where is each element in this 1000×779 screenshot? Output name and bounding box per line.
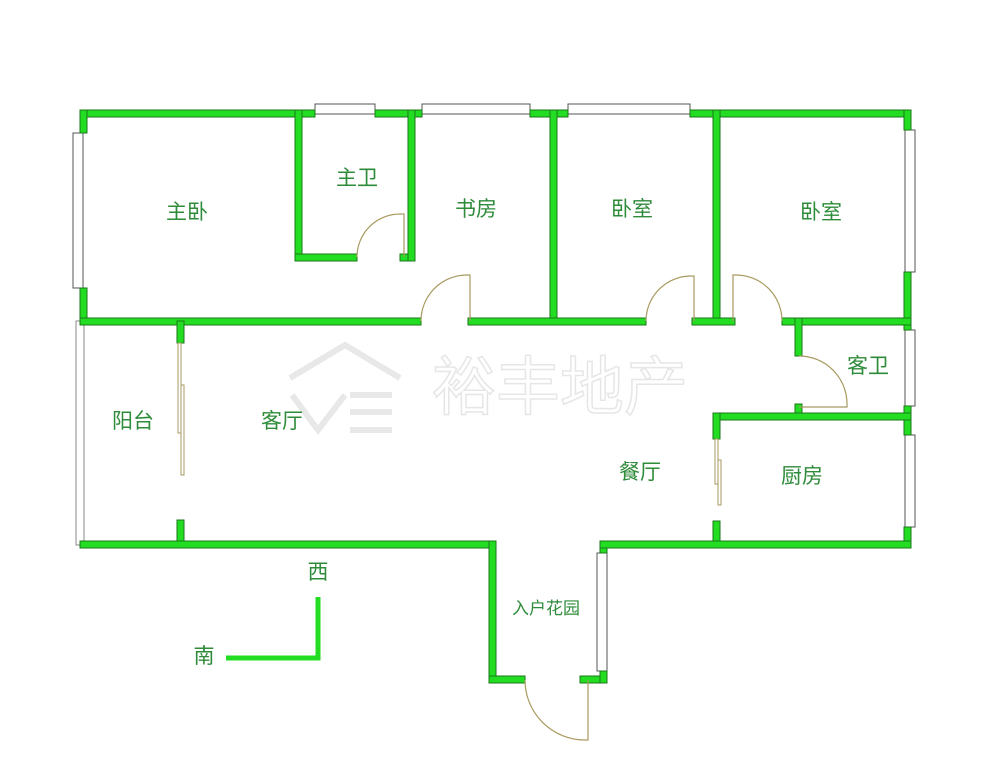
window (904, 434, 916, 528)
room-label-bedroom: 卧室 (611, 197, 653, 221)
window (421, 103, 531, 115)
window (72, 132, 84, 289)
room-label-study: 书房 (455, 197, 497, 221)
window (314, 103, 376, 115)
compass-west: 西 (308, 560, 329, 584)
room-label-entry-garden: 入户花园 (512, 599, 580, 619)
window (904, 329, 916, 407)
window (596, 552, 608, 672)
watermark-text: 裕丰地产 (432, 352, 688, 426)
walls (79, 109, 912, 684)
balcony-railing (75, 320, 85, 546)
watermark-logo-icon (288, 341, 402, 435)
compass-icon (226, 597, 321, 661)
window (567, 103, 691, 115)
room-label-master-bedroom: 主卧 (166, 200, 208, 224)
room-label-living-room: 客厅 (261, 409, 303, 433)
room-label-dining-room: 餐厅 (619, 460, 661, 484)
room-label-kitchen: 厨房 (781, 464, 823, 488)
window (904, 129, 916, 273)
room-label-bedroom: 卧室 (800, 200, 842, 224)
doors (177, 213, 848, 741)
room-label-balcony: 阳台 (112, 409, 154, 433)
compass-south: 南 (194, 644, 215, 668)
compass: 西 南 (194, 560, 329, 668)
room-label-guest-bath: 客卫 (847, 354, 889, 378)
room-label-master-bath: 主卫 (336, 166, 378, 190)
watermark: 裕丰地产 (288, 341, 689, 435)
